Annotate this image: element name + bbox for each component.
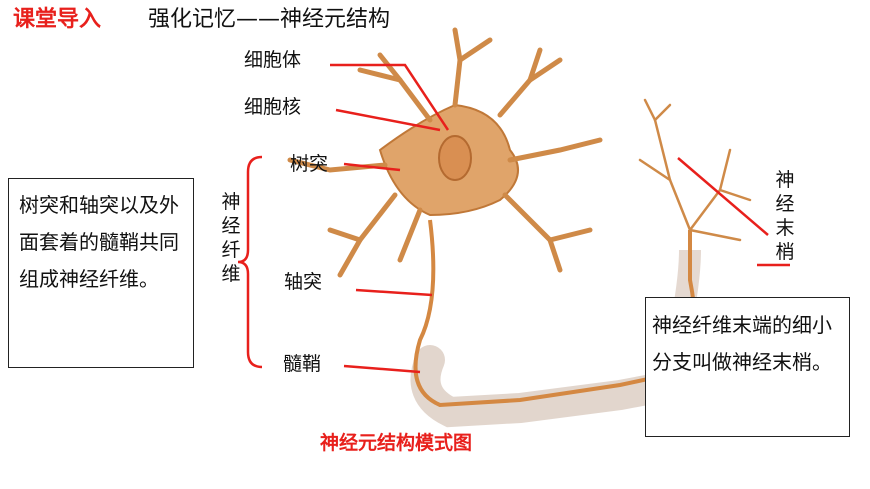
label-myelin-sheath: 髓鞘 — [283, 353, 322, 375]
label-dendrite: 树突 — [290, 153, 329, 175]
page-title: 强化记忆——神经元结构 — [148, 7, 391, 32]
diagram-caption: 神经元结构模式图 — [320, 432, 473, 454]
lesson-tag: 课堂导入 — [13, 7, 102, 32]
label-nerve-ending: 神经末梢 — [775, 169, 795, 263]
label-nerve-fiber: 神经纤维 — [221, 191, 241, 285]
label-axon: 轴突 — [284, 271, 323, 293]
nerve-endings — [638, 98, 752, 242]
nerve-fiber-bracket — [237, 155, 263, 369]
note-nerve-fiber: 树突和轴突以及外面套着的髓鞘共同组成神经纤维。 — [8, 178, 194, 368]
label-nucleus: 细胞核 — [244, 96, 302, 118]
nucleus-shape — [438, 135, 472, 181]
label-cell-body: 细胞体 — [244, 49, 302, 71]
pointer-lines — [330, 63, 790, 374]
note-nerve-ending: 神经纤维末端的细小分支叫做神经末梢。 — [645, 297, 850, 437]
dendrites — [287, 27, 603, 278]
